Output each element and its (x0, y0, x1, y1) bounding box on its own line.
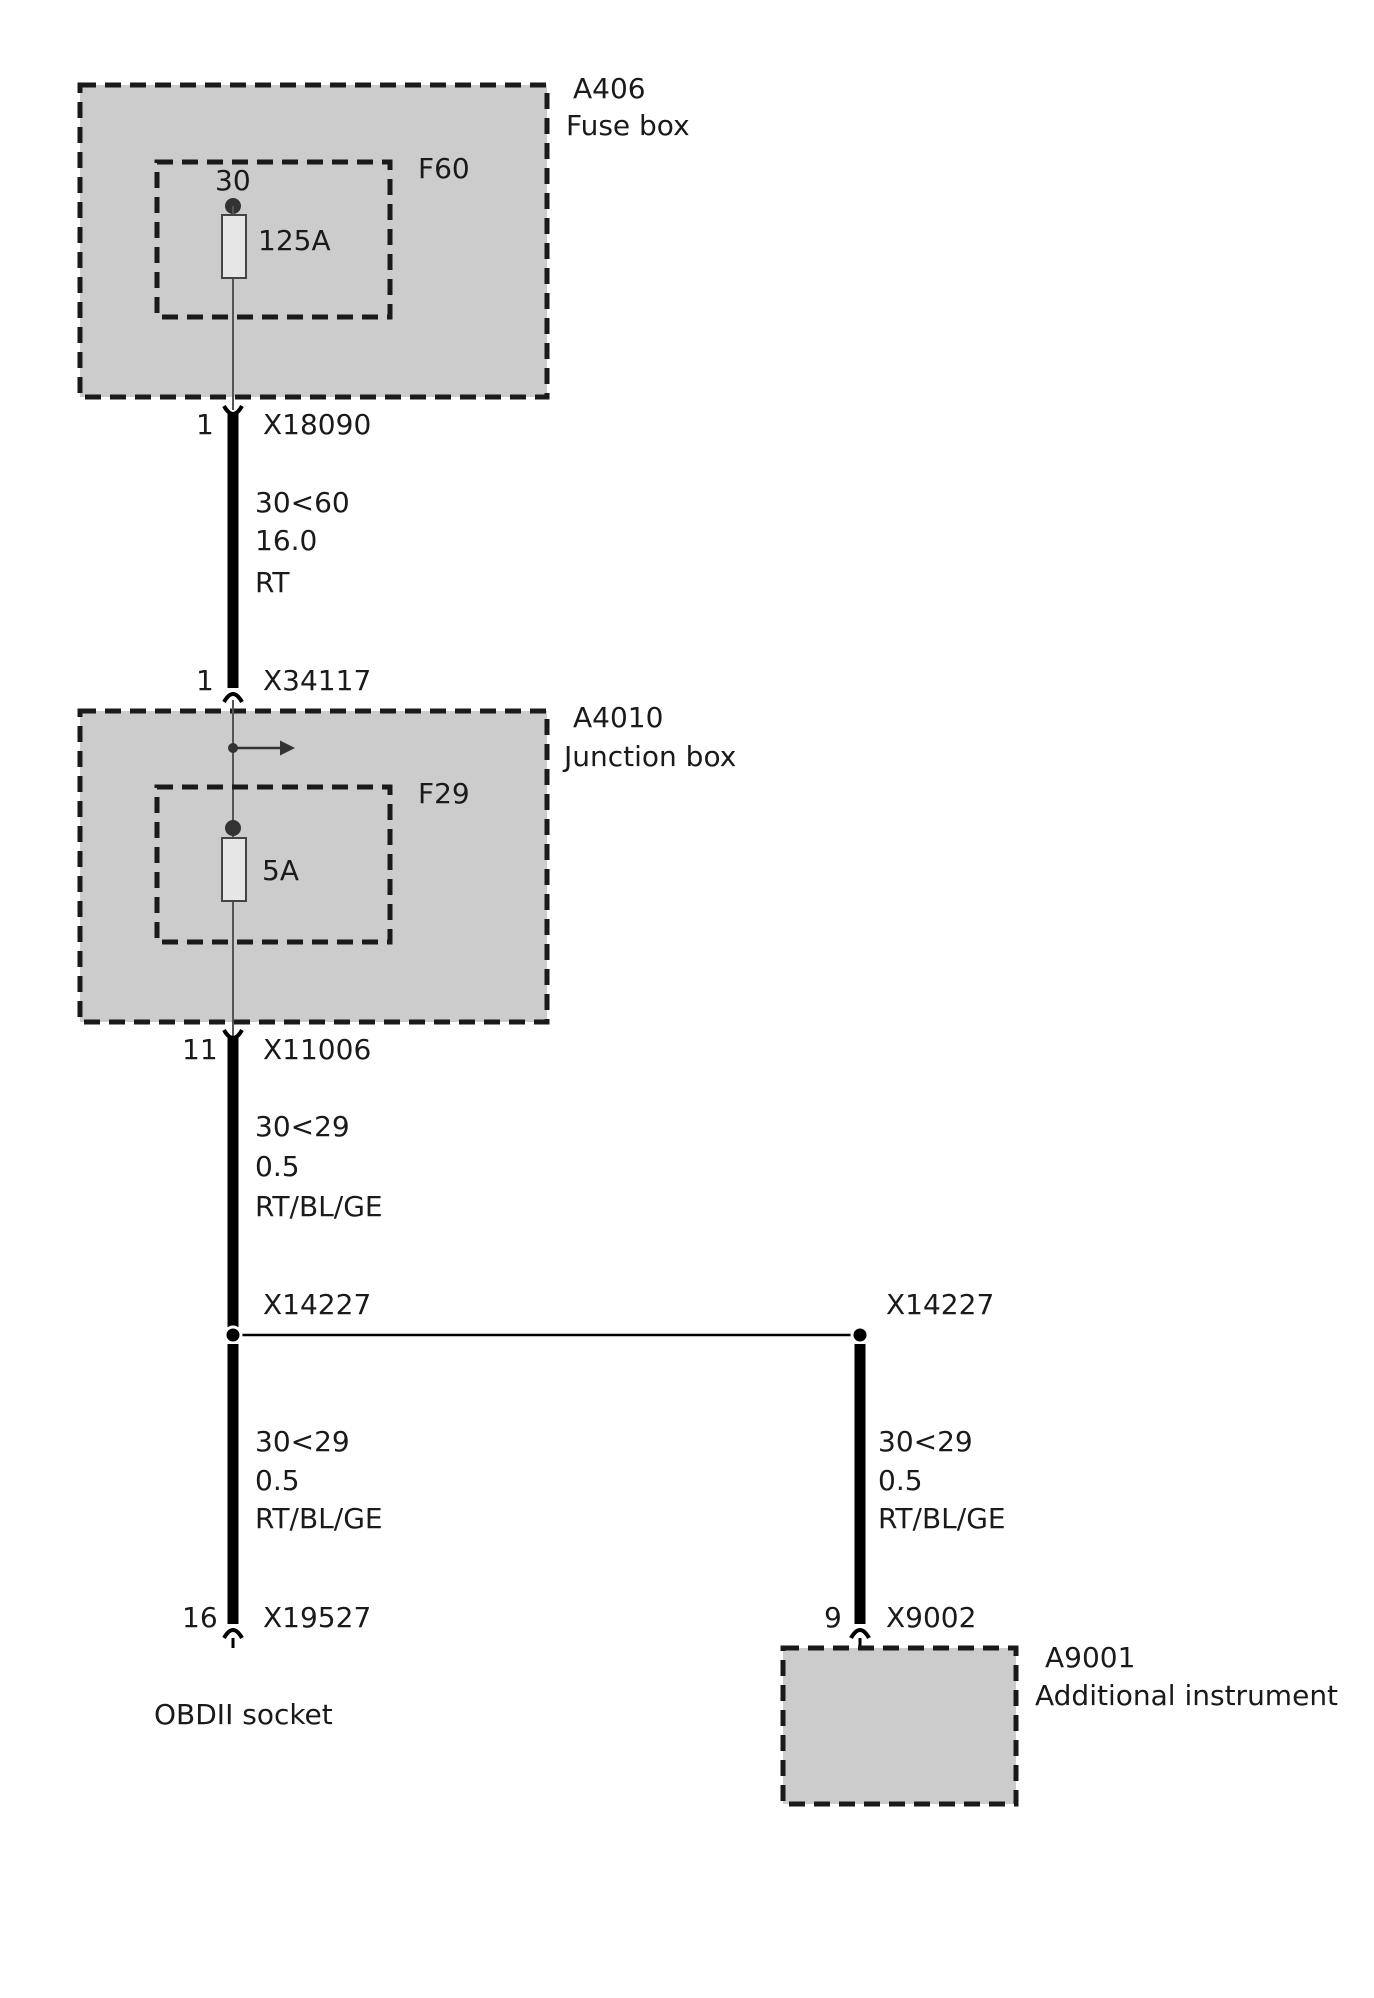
connector-x9002-pin: 9 (824, 1601, 842, 1634)
junction-box-a4010-id: A4010 (573, 701, 663, 734)
additional-instrument-a9001-id: A9001 (1045, 1641, 1135, 1674)
fuse-box-a406-name: Fuse box (566, 109, 690, 142)
connector-x9002-id: X9002 (886, 1601, 976, 1634)
connector-x34117-pin: 1 (196, 664, 214, 697)
junction-box-a4010-outline (77, 708, 550, 1025)
connector-x19527: 16 X19527 OBDII socket (154, 1601, 371, 1731)
wire-w4: 30<29 0.5 RT/BL/GE (854, 1344, 1006, 1624)
fuse-f60-symbol (221, 214, 247, 279)
fuse-f29: F29 5A (154, 777, 470, 945)
wire-w2-color: RT/BL/GE (255, 1190, 383, 1223)
wire-w2: 30<29 0.5 RT/BL/GE (227, 1038, 383, 1334)
wire-w1: 30<60 16.0 RT (227, 414, 350, 688)
junction-box-a4010: A4010 Junction box (77, 700, 736, 1036)
connector-x19527-symbol (222, 1628, 244, 1640)
connector-x34117-symbol (222, 692, 244, 704)
wire-w1-signal: 30<60 (255, 486, 350, 519)
wire-w4-color: RT/BL/GE (878, 1502, 1006, 1535)
obdii-socket-label: OBDII socket (154, 1698, 333, 1731)
connector-x19527-pin: 16 (182, 1601, 218, 1634)
connector-x11006-pin: 11 (182, 1033, 218, 1066)
fuse-f60-outline (154, 159, 393, 320)
connector-x34117-id: X34117 (263, 664, 371, 697)
wire-w3-signal: 30<29 (255, 1425, 350, 1458)
splice-x14227: X14227 X14227 (223, 1288, 994, 1345)
splice-x14227-right-id: X14227 (886, 1288, 994, 1321)
wire-w4-signal: 30<29 (878, 1425, 973, 1458)
fuse-box-a406-outline (77, 82, 550, 400)
connector-x18090-pin: 1 (196, 408, 214, 441)
additional-instrument-a9001-name: Additional instrument (1035, 1679, 1338, 1712)
fuse-f29-rating: 5A (262, 854, 299, 887)
splice-x14227-left-node (223, 1325, 243, 1345)
wire-w3: 30<29 0.5 RT/BL/GE (227, 1344, 383, 1624)
wire-w2-signal: 30<29 (255, 1110, 350, 1143)
fuse-f60-pin: 30 (215, 164, 251, 197)
wire-w3-cross-section: 0.5 (255, 1464, 300, 1497)
connector-x18090: 1 X18090 (196, 404, 371, 441)
fuse-f29-id: F29 (418, 777, 470, 810)
fuse-f60: F60 30 125A (154, 152, 470, 410)
connector-x11006-id: X11006 (263, 1033, 371, 1066)
connector-x9002: 9 X9002 (824, 1601, 976, 1648)
connector-x34117: 1 X34117 (196, 664, 371, 704)
connector-x9002-symbol (849, 1628, 871, 1640)
wire-w1-color: RT (255, 566, 290, 599)
fuse-f29-outline (154, 784, 393, 945)
splice-x14227-right-node (850, 1325, 870, 1345)
splice-x14227-left-id: X14227 (263, 1288, 371, 1321)
fuse-f60-id: F60 (418, 152, 470, 185)
connector-x11006: 11 X11006 (182, 1028, 371, 1066)
connector-x19527-id: X19527 (263, 1601, 371, 1634)
additional-instrument-a9001: A9001 Additional instrument (780, 1641, 1338, 1807)
additional-instrument-a9001-outline (780, 1645, 1019, 1807)
fuse-f29-terminal (225, 820, 241, 836)
wire-w1-cross-section: 16.0 (255, 524, 317, 557)
fuse-box-a406: A406 Fuse box (77, 72, 690, 400)
fuse-f29-symbol (221, 837, 247, 902)
fuse-box-a406-id: A406 (573, 72, 646, 105)
wire-w3-color: RT/BL/GE (255, 1502, 383, 1535)
fuse-f60-rating: 125A (258, 224, 331, 257)
wire-w4-cross-section: 0.5 (878, 1464, 923, 1497)
connector-x18090-id: X18090 (263, 408, 371, 441)
wire-w2-cross-section: 0.5 (255, 1150, 300, 1183)
junction-box-a4010-name: Junction box (562, 740, 736, 773)
